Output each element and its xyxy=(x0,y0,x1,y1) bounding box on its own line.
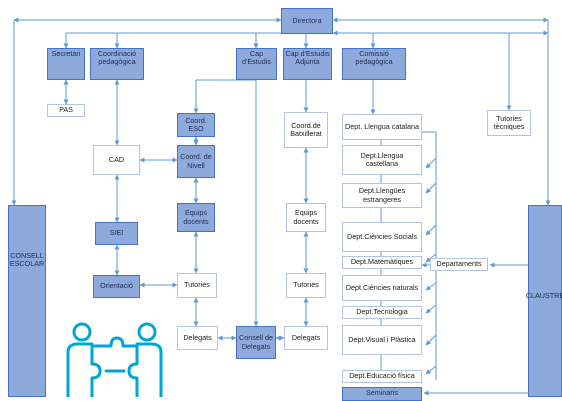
departaments-label: Departaments xyxy=(436,259,482,269)
dept-label: Dept.Llengües estrangeres xyxy=(358,186,406,204)
delegats-box-2: Delegats xyxy=(284,326,328,350)
coordinacio-pedagogica-box: Coordinació pedagògica xyxy=(90,48,144,80)
dept-educacio-fisica-box: Dept.Educació física xyxy=(342,370,422,383)
dept-matematiques-box: Dept.Matemàtiques xyxy=(342,256,422,269)
consell-delegats-box: Consell de Delegats xyxy=(236,326,276,359)
dept-ciencies-naturals-box: Dept.Ciències naturals xyxy=(342,275,422,301)
coord-nivell-label: Coord. de Nivell xyxy=(180,152,212,170)
equips-docents-box-1: Equips docents xyxy=(177,203,215,232)
pas-box: PAS xyxy=(47,104,85,117)
coord-batxillerat-label: Coord.de Batxillerat xyxy=(290,120,322,138)
comissio-label: Comissió pedagògica xyxy=(355,49,393,67)
dept-label: Dept.Tecnologia xyxy=(356,307,408,317)
dept-label: Dept. Llengua catalana xyxy=(345,121,419,131)
tutories-box-1: Tutories xyxy=(177,273,217,298)
dept-label: Dept.Educació física xyxy=(349,371,415,381)
coordinacio-label: Coordinació pedagògica xyxy=(97,49,137,67)
cap-estudis-adjunta-box: Cap d'Estudis Adjunta xyxy=(283,48,332,80)
coord-batxillerat-box: Coord.de Batxillerat xyxy=(284,112,328,148)
tutories-label-2: Tutories xyxy=(293,280,319,290)
orientacio-label: Orientació xyxy=(100,281,133,291)
siei-label: SIEI xyxy=(109,228,124,238)
dept-label: Dept.Matemàtiques xyxy=(350,257,414,267)
delegats-label-2: Delegats xyxy=(291,332,321,342)
departaments-box: Departaments xyxy=(430,258,488,271)
dept-llengua-catalana-box: Dept. Llengua catalana xyxy=(342,114,422,140)
dept-llengues-estrangeres-box: Dept.Llengües estrangeres xyxy=(342,183,422,208)
tutories-box-2: Tutories xyxy=(286,273,326,298)
dept-label: Dept.Ciències Socials xyxy=(347,231,417,241)
tutories-tecniques-label: Tutories tècniques xyxy=(493,113,525,131)
dept-tecnologia-box: Dept.Tecnologia xyxy=(342,306,422,319)
claustre-box: CLAUSTRE xyxy=(525,205,562,397)
coord-eso-label: Coord. ESO xyxy=(185,115,207,133)
claustre-label: CLAUSTRE xyxy=(525,291,562,300)
dept-visual-plastica-box: Dept.Visual i Plàstica xyxy=(342,325,422,355)
cap-estudis-box: Cap d'Estudis xyxy=(236,48,277,80)
consell-escolar-label: CONSELL ESCOLAR xyxy=(9,251,45,269)
pas-label: PAS xyxy=(59,105,73,115)
cad-box: CAD xyxy=(93,145,140,175)
siei-box: SIEI xyxy=(95,222,138,245)
consell-delegats-label: Consell de Delegats xyxy=(239,333,273,351)
tutories-label-1: Tutories xyxy=(184,280,210,290)
seminaris-box: Seminaris xyxy=(342,387,422,401)
seminaris-label: Seminaris xyxy=(366,388,398,397)
dept-label: Dept.Visual i Plàstica xyxy=(348,334,416,344)
dept-label: Dept.Ciències naturals xyxy=(345,282,419,292)
dept-ciencies-socials-box: Dept.Ciències Socials xyxy=(342,222,422,252)
directora-label: Directora xyxy=(292,15,322,25)
equips-docents-box-2: Equips docents xyxy=(286,203,326,232)
equips-docents-label-2: Equips docents xyxy=(293,208,319,226)
coord-eso-box: Coord. ESO xyxy=(177,113,215,137)
teamwork-puzzle-icon xyxy=(66,322,163,397)
directora-box: Directora xyxy=(281,8,333,34)
cap-estudis-label: Cap d'Estudis xyxy=(242,49,271,67)
coord-nivell-box: Coord. de Nivell xyxy=(177,145,215,178)
dept-llengua-castellana-box: Dept.Llengua castellana xyxy=(342,145,422,175)
cad-label: CAD xyxy=(108,154,125,164)
delegats-label-1: Delegats xyxy=(183,332,212,342)
cap-adjunta-label: Cap d'Estudis Adjunta xyxy=(285,49,330,67)
orientacio-box: Orientació xyxy=(93,275,140,298)
equips-docents-label-1: Equips docents xyxy=(183,208,209,226)
tutories-tecniques-box: Tutories tècniques xyxy=(487,110,531,136)
secretari-label: Secretari xyxy=(51,49,81,58)
consell-escolar-box: CONSELL ESCOLAR xyxy=(8,205,46,397)
delegats-box-1: Delegats xyxy=(177,326,218,350)
comissio-pedagogica-box: Comissió pedagògica xyxy=(342,48,406,80)
dept-label: Dept.Llengua castellana xyxy=(360,150,404,168)
secretari-box: Secretari xyxy=(47,48,85,80)
